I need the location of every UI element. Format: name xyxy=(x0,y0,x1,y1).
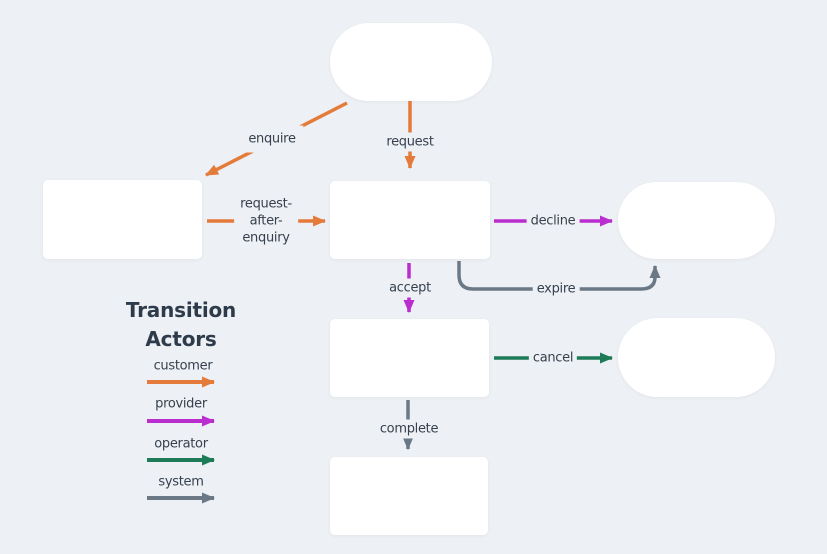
legend-label-customer: customer xyxy=(153,358,213,374)
transition-label-request: request xyxy=(382,132,438,152)
transition-label-request-after-enquiry-line-1: request- xyxy=(240,196,292,212)
transition-label-decline: decline xyxy=(526,211,580,231)
node-left-box xyxy=(43,180,202,259)
legend-label-provider: provider xyxy=(155,396,207,412)
node-center-box-2 xyxy=(330,319,489,397)
transition-label-cancel: cancel xyxy=(528,348,578,368)
node-center-box xyxy=(330,181,490,259)
legend-label-system: system xyxy=(158,474,204,490)
legend-label-operator: operator xyxy=(154,436,208,452)
transition-label-request-after-enquiry-line-2: after- xyxy=(249,213,283,229)
transition-label-request-after-enquiry: request- after- enquiry xyxy=(234,193,298,249)
transition-label-expire: expire xyxy=(532,279,580,299)
transition-label-request-after-enquiry-line-3: enquiry xyxy=(242,230,290,246)
legend-title-line-2: Actors xyxy=(145,327,217,351)
transition-label-complete: complete xyxy=(375,419,443,439)
legend-title: Transition Actors xyxy=(126,296,236,354)
transition-label-accept: accept xyxy=(385,278,435,298)
node-bottom-box xyxy=(330,457,488,535)
legend-title-line-1: Transition xyxy=(125,298,237,322)
node-right-pill-top xyxy=(618,182,775,259)
node-top-pill xyxy=(330,23,492,101)
transition-label-enquire: enquire xyxy=(240,125,304,153)
node-right-pill-bottom xyxy=(618,318,775,397)
